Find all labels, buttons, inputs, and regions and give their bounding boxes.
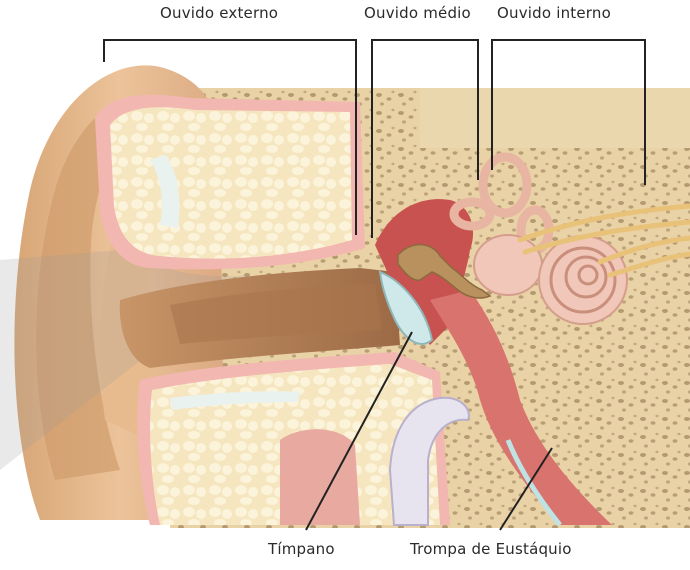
vestibule	[474, 235, 542, 295]
upper-spongy-bone	[110, 107, 352, 258]
upper-tissue-band	[420, 88, 690, 148]
inner-ear-label: Ouvido interno	[497, 4, 611, 22]
middle-ear-label: Ouvido médio	[364, 4, 471, 22]
eustachian-tube-label: Trompa de Eustáquio	[410, 540, 572, 558]
soft-tissue	[280, 429, 360, 525]
outer-ear-label: Ouvido externo	[160, 4, 278, 22]
eardrum-label: Tímpano	[268, 540, 335, 558]
